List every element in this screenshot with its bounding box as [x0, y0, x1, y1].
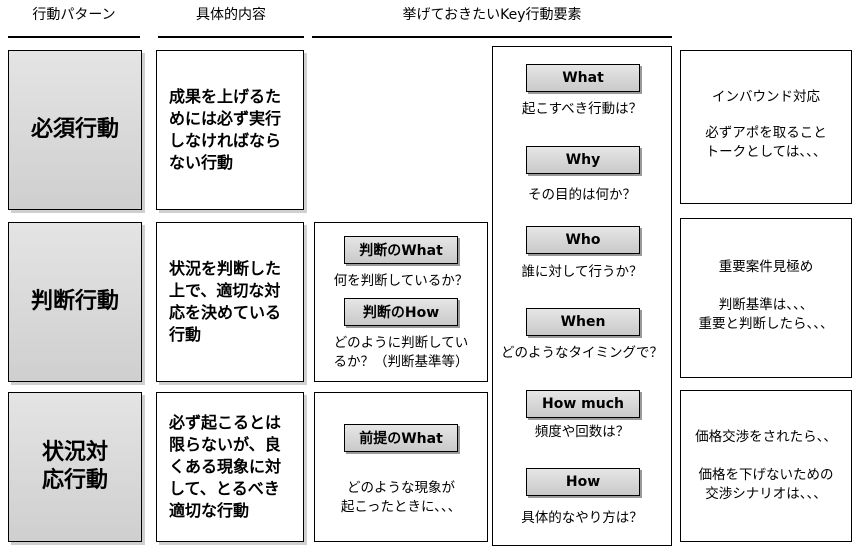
example-1-line2: トークとしては、、、 [705, 144, 827, 160]
example-2-line2: 重要と判断したら、、、 [698, 316, 834, 332]
key-how-much-caption: 頻度や回数は？ [534, 424, 630, 440]
pattern-situational-label: 状況対応行動 [41, 440, 108, 493]
content-judgement: 状況を判断した上で、適切な対応を決めている行動 [156, 222, 304, 382]
header-key-elements: 挙げておきたいKey行動要素 [402, 7, 582, 23]
header-underline-content [158, 36, 304, 38]
content-must: 成果を上げるためには必ず実行しなければならない行動 [156, 50, 304, 210]
key-how-caption: 具体的なやり方は？ [521, 510, 643, 526]
key-who-box: Who [526, 226, 640, 254]
premise-panel [314, 392, 488, 542]
key-elements-panel [492, 46, 672, 546]
judgement-what-caption: 何を判断しているか？ [333, 273, 469, 289]
key-how-much-label: How much [542, 396, 624, 412]
key-what-caption: 起こすべき行動は？ [521, 101, 643, 117]
judgement-how-box: 判断のHow [344, 298, 458, 326]
key-how-much-box: How much [526, 390, 640, 418]
header-underline-pattern [8, 36, 140, 38]
premise-caption-2: 起こったときに、、、 [340, 499, 462, 515]
pattern-judgement: 判断行動 [8, 222, 142, 382]
key-when-box: When [526, 308, 640, 336]
content-situational: 必ず起こるとは限らないが、良くある現象に対して、とるべき適切な行動 [156, 392, 304, 542]
key-why-label: Why [565, 152, 601, 168]
pattern-judgement-label: 判断行動 [30, 289, 119, 314]
judgement-what-box: 判断のWhat [344, 236, 458, 264]
example-panel-1 [680, 50, 852, 204]
pattern-must-label: 必須行動 [30, 117, 119, 142]
judgement-what-label: 判断のWhat [359, 243, 443, 259]
judgement-how-caption-1: どのように判断してい [333, 335, 469, 351]
key-why-caption: その目的は何か？ [528, 187, 636, 203]
key-why-box: Why [526, 146, 640, 174]
key-what-label: What [562, 70, 604, 86]
content-must-text: 成果を上げるためには必ず実行しなければならない行動 [169, 87, 282, 172]
example-3-line2: 交渉シナリオは、、、 [705, 486, 827, 502]
example-2-title: 重要案件見極め [718, 259, 814, 275]
key-how-box: How [526, 468, 640, 496]
key-when-caption: どのようなタイミングで？ [501, 345, 663, 361]
example-panel-2 [680, 218, 852, 378]
key-when-label: When [560, 314, 606, 330]
example-1-title: インバウンド対応 [712, 89, 820, 105]
premise-what-box: 前提のWhat [344, 424, 458, 452]
content-judgement-text: 状況を判断した上で、適切な対応を決めている行動 [169, 259, 282, 344]
premise-what-label: 前提のWhat [359, 431, 443, 447]
pattern-must: 必須行動 [8, 50, 142, 210]
key-who-caption: 誰に対して行うか？ [521, 264, 643, 280]
judgement-how-caption-2: るか？（判断基準等） [333, 354, 469, 370]
pattern-situational: 状況対応行動 [8, 392, 142, 542]
premise-caption-1: どのような現象が [347, 480, 455, 496]
example-3-line1: 価格を下げないための [698, 467, 834, 483]
content-situational-text: 必ず起こるとは限らないが、良くある現象に対して、とるべき適切な行動 [169, 413, 282, 520]
judgement-how-label: 判断のHow [362, 305, 440, 321]
example-2-line1: 判断基準は、、、 [718, 297, 814, 313]
key-what-box: What [526, 64, 640, 92]
key-who-label: Who [565, 232, 601, 248]
header-pattern: 行動パターン [32, 7, 116, 23]
header-underline-key [312, 36, 672, 38]
example-3-title: 価格交渉をされたら、、 [695, 429, 837, 445]
example-1-line1: 必ずアポを取ること [705, 125, 827, 141]
header-content: 具体的内容 [196, 7, 266, 23]
key-how-label: How [565, 474, 601, 490]
example-panel-3 [680, 390, 852, 542]
